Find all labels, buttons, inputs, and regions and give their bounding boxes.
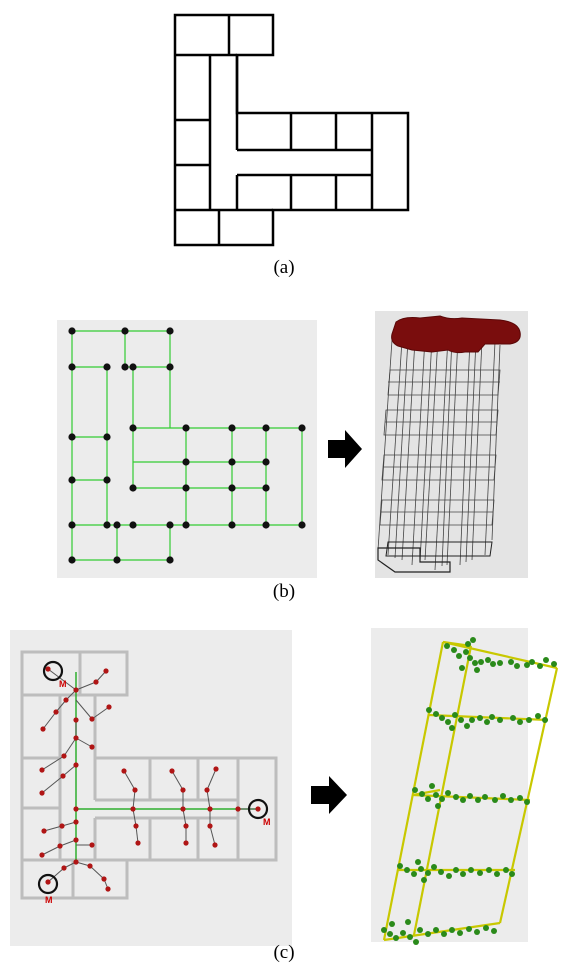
graph-node xyxy=(68,327,76,335)
graph-node xyxy=(228,424,236,432)
graph-node xyxy=(129,484,137,492)
plan-walls-c xyxy=(20,650,278,900)
marker-ring xyxy=(42,660,64,682)
graph-node xyxy=(103,363,111,371)
graph-node xyxy=(262,424,270,432)
graph-panel-b xyxy=(57,320,317,578)
graph-node xyxy=(182,484,190,492)
graph-node xyxy=(103,521,111,529)
graph-node xyxy=(121,363,129,371)
graph-node xyxy=(298,521,306,529)
graph-node xyxy=(68,556,76,564)
frame-panel-c xyxy=(371,628,528,942)
graph-node xyxy=(113,556,121,564)
graph-node xyxy=(121,327,129,335)
graph-node xyxy=(68,476,76,484)
frame-nodes xyxy=(381,637,557,945)
plan-outer-wall xyxy=(173,13,410,247)
right-arrow-icon xyxy=(328,430,362,468)
graph-node xyxy=(262,521,270,529)
graph-node xyxy=(182,458,190,466)
graph-node xyxy=(228,484,236,492)
graph-node xyxy=(113,521,121,529)
marker-label: M xyxy=(263,817,271,827)
graph-node xyxy=(228,521,236,529)
graph-node xyxy=(129,521,137,529)
marker-ring xyxy=(247,798,269,820)
graph-node xyxy=(129,424,137,432)
graph-node xyxy=(182,424,190,432)
graph-node xyxy=(68,433,76,441)
marker-label: M xyxy=(59,679,67,689)
wireframe-roof xyxy=(391,315,521,354)
graph-node xyxy=(68,363,76,371)
graph-node xyxy=(166,363,174,371)
wireframe-building xyxy=(377,337,501,573)
graph-node xyxy=(228,458,236,466)
graph-node xyxy=(129,363,137,371)
floor-plan-outline xyxy=(173,13,410,247)
frame-3d-edges xyxy=(382,640,559,942)
graph-node xyxy=(182,521,190,529)
caption-b: (b) xyxy=(272,581,296,602)
graph-nodes xyxy=(68,327,306,564)
graph-node xyxy=(298,424,306,432)
floor-plan-outline-panel: (a) xyxy=(0,0,568,285)
graph-node xyxy=(166,327,174,335)
tree-spine xyxy=(75,672,258,862)
graph-node xyxy=(68,521,76,529)
graph-node xyxy=(103,433,111,441)
graph-node xyxy=(166,521,174,529)
marker-ring xyxy=(37,873,59,895)
right-arrow-icon xyxy=(311,776,347,814)
graph-node xyxy=(262,458,270,466)
graph-node xyxy=(262,484,270,492)
graph-node xyxy=(166,556,174,564)
caption-c: (c) xyxy=(273,942,295,963)
tree-branches xyxy=(41,668,258,890)
caption-a: (a) xyxy=(273,257,295,278)
marker-label: M xyxy=(45,895,53,905)
graph-node xyxy=(103,476,111,484)
tree-nodes xyxy=(39,666,261,892)
